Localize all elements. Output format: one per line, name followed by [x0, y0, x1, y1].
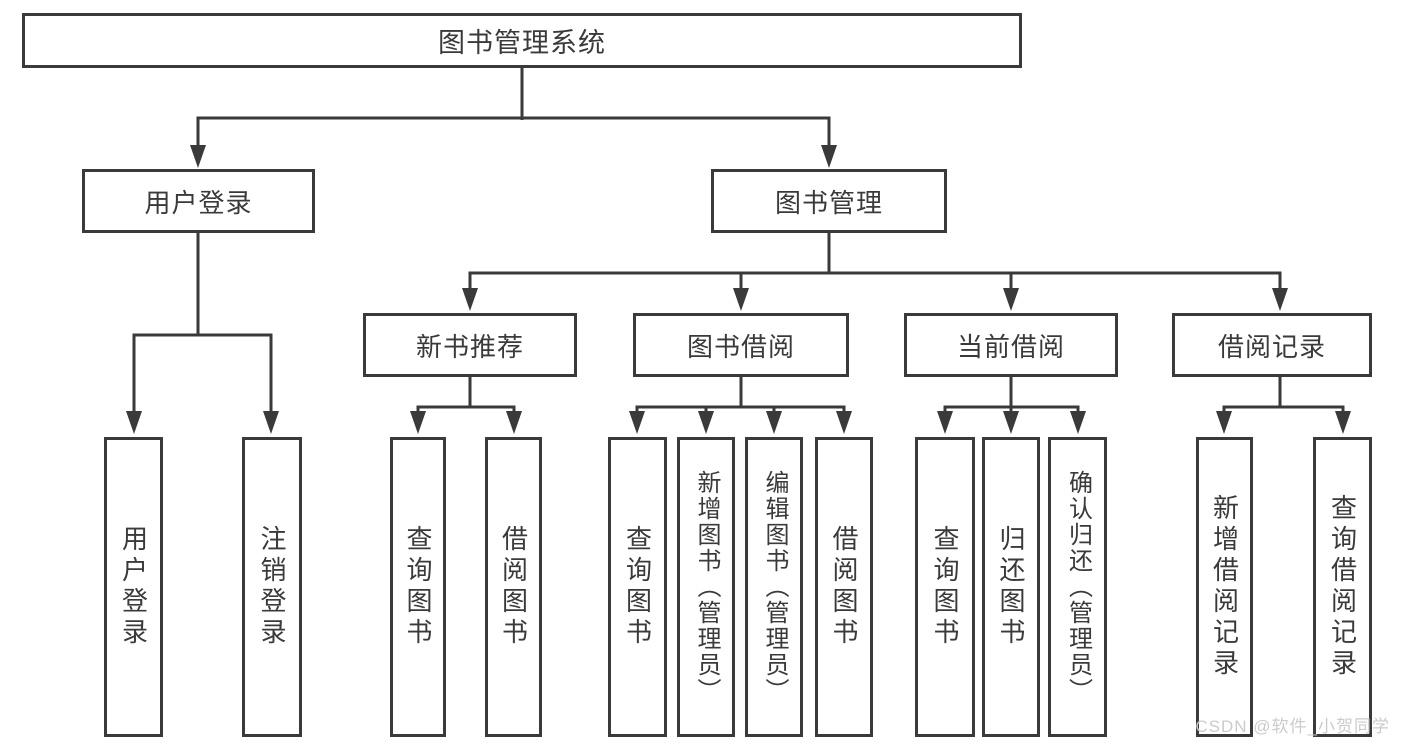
node-user-login: 用户登录 [82, 169, 315, 233]
leaf-add-borrow-record: 新增借阅记录 [1196, 437, 1253, 737]
arrow-to-leaf-10 [1003, 411, 1019, 434]
arrowheads [126, 145, 1351, 434]
leaf-query-borrow-record: 查询借阅记录 [1313, 437, 1372, 737]
leaf-borrow-books-recommend: 借阅图书 [485, 437, 542, 737]
arrow-to-book-borrow [733, 288, 749, 311]
leaf-query-books-current: 查询图书 [915, 437, 975, 737]
leaf-edit-books-admin: 编辑图书（管理员） [745, 437, 803, 737]
arrow-to-user-login [190, 145, 206, 168]
arrow-to-current-borrow [1003, 288, 1019, 311]
leaf-query-books-borrow: 查询图书 [608, 437, 667, 737]
node-new-book-recommend: 新书推荐 [363, 313, 577, 377]
leaf-user-login-label: 用户登录 [118, 525, 149, 649]
leaf-query-books-current-label: 查询图书 [930, 525, 960, 649]
arrow-to-leaf-1 [126, 411, 142, 434]
arrow-to-book-management [821, 145, 837, 168]
leaf-add-borrow-record-label: 新增借阅记录 [1209, 494, 1240, 680]
arrow-to-leaf-6 [698, 411, 714, 434]
leaf-query-books-recommend: 查询图书 [390, 437, 446, 737]
arrow-to-leaf-2 [263, 411, 279, 434]
leaf-borrow-books-label: 借阅图书 [829, 525, 859, 649]
leaf-confirm-return-admin: 确认归还（管理员） [1048, 437, 1107, 737]
leaf-query-borrow-record-label: 查询借阅记录 [1327, 494, 1358, 680]
leaf-add-books-admin-label: 新增图书（管理员） [693, 470, 720, 704]
arrow-to-leaf-9 [937, 411, 953, 434]
csdn-watermark: CSDN @软件_小贺同学 [1195, 717, 1390, 736]
node-current-borrow: 当前借阅 [904, 313, 1118, 377]
arrow-to-borrow-records [1272, 288, 1288, 311]
leaf-query-books-recommend-label: 查询图书 [403, 525, 433, 649]
node-borrow-records: 借阅记录 [1172, 313, 1372, 377]
arrow-to-leaf-8 [836, 411, 852, 434]
arrow-to-leaf-11 [1070, 411, 1086, 434]
arrow-to-leaf-12 [1216, 411, 1232, 434]
leaf-query-books-borrow-label: 查询图书 [622, 525, 653, 649]
node-book-borrow: 图书借阅 [633, 313, 849, 377]
leaf-edit-books-admin-label: 编辑图书（管理员） [761, 470, 788, 704]
leaf-borrow-books: 借阅图书 [815, 437, 873, 737]
leaf-logout: 注销登录 [242, 437, 302, 737]
arrow-to-leaf-3 [410, 411, 426, 434]
arrow-to-leaf-4 [506, 411, 522, 434]
arrow-to-leaf-5 [629, 411, 645, 434]
arrow-to-leaf-7 [766, 411, 782, 434]
arrow-to-leaf-13 [1335, 411, 1351, 434]
leaf-logout-label: 注销登录 [257, 525, 287, 649]
leaf-borrow-books-recommend-label: 借阅图书 [498, 525, 529, 649]
leaf-add-books-admin: 新增图书（管理员） [677, 437, 735, 737]
arrow-to-new-book-recommend [462, 288, 478, 311]
node-root: 图书管理系统 [22, 13, 1022, 68]
leaf-user-login: 用户登录 [104, 437, 163, 737]
leaf-confirm-return-admin-label: 确认归还（管理员） [1064, 470, 1092, 704]
node-book-management: 图书管理 [711, 169, 947, 233]
leaf-return-books: 归还图书 [982, 437, 1040, 737]
leaf-return-books-label: 归还图书 [996, 525, 1026, 649]
